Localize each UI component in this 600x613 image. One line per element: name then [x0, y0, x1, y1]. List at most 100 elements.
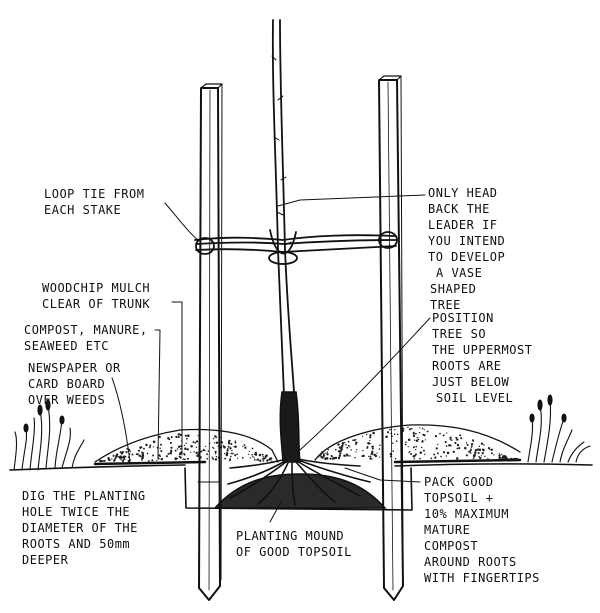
left-stake	[199, 84, 222, 600]
mulch-chip	[212, 457, 214, 459]
mulch-chip	[237, 458, 238, 459]
mulch-chip	[215, 458, 217, 460]
mulch-chip	[252, 456, 254, 458]
label-pack-line-1: PACK GOOD	[424, 475, 494, 489]
mulch-chip	[443, 434, 445, 436]
mulch-chip	[206, 453, 208, 455]
mulch-chip	[387, 431, 389, 433]
label-position-line-5: JUST BELOW	[432, 375, 510, 389]
mulch-chip	[244, 444, 246, 446]
mulch-chip	[184, 445, 185, 446]
mulch-chip	[460, 437, 462, 439]
mulch-chip	[180, 448, 182, 450]
mulch-chip	[175, 450, 177, 452]
mulch-chip	[366, 447, 368, 449]
mulch-chip	[319, 455, 321, 457]
mulch-chip	[140, 446, 142, 448]
mulch-chip	[326, 453, 328, 455]
label-leader-line-5: TO DEVELOP	[428, 250, 505, 264]
mulch-chip	[269, 458, 272, 461]
mulch-chip	[149, 445, 151, 447]
mulch-chip	[413, 446, 415, 448]
mulch-chip	[145, 444, 147, 446]
mulch-chip	[206, 458, 208, 460]
mulch-chip	[152, 455, 154, 457]
mulch-chip	[395, 458, 396, 459]
mulch-chip	[178, 433, 180, 435]
mulch-chip	[435, 435, 437, 437]
mulch-chip	[122, 451, 124, 453]
mulch-chip	[345, 455, 346, 456]
mulch-chip	[446, 455, 447, 456]
mulch-chip	[354, 439, 356, 441]
mulch-chip	[394, 429, 395, 430]
label-dig: DIG THE PLANTING HOLE TWICE THE DIAMETER…	[22, 489, 146, 567]
mulch-chip	[149, 446, 151, 448]
label-pack-line-2: TOPSOIL +	[424, 491, 494, 505]
mulch-chip	[136, 453, 138, 455]
mulch-chip	[466, 442, 468, 444]
mulch-chip	[230, 456, 232, 458]
label-pack-line-3: 10% MAXIMUM	[424, 507, 509, 521]
mulch-chip	[264, 457, 265, 458]
mulch-chip	[370, 456, 372, 458]
label-pack-line-6: AROUND ROOTS	[424, 555, 517, 569]
mulch-chip	[335, 457, 337, 459]
mulch-chip	[415, 446, 417, 448]
mulch-chip	[352, 439, 354, 441]
mulch-chip	[464, 447, 467, 450]
mulch-chip	[138, 450, 140, 452]
mulch-chip	[259, 460, 261, 462]
mulch-chip	[422, 428, 424, 430]
mulch-chip	[121, 459, 122, 460]
mulch-chip	[329, 458, 331, 460]
mulch-chip	[342, 442, 344, 444]
mulch-chip	[174, 458, 177, 461]
mulch-chip	[244, 447, 246, 449]
mulch-chip	[242, 446, 243, 447]
mulch-chip	[132, 454, 134, 456]
mulch-chip	[445, 441, 447, 443]
mulch-chip	[493, 454, 494, 455]
mulch-chip	[204, 450, 205, 451]
mulch-chip	[447, 452, 450, 455]
mulch-chip	[443, 451, 445, 453]
mulch-chip	[328, 449, 329, 450]
mulch-chip	[196, 447, 197, 448]
tree-leader	[272, 20, 294, 395]
mulch-chip	[455, 437, 457, 439]
loop-ties	[195, 230, 397, 264]
mulch-chip	[170, 447, 172, 449]
mulch-chip	[414, 440, 415, 441]
label-leader-line-7: SHAPED	[430, 282, 476, 296]
mulch-chip	[408, 446, 409, 447]
mulch-chip	[229, 447, 231, 449]
mulch-chip	[501, 454, 502, 455]
mulch-chip	[187, 434, 190, 437]
mulch-chip	[454, 442, 456, 444]
label-loop-tie-line-1: LOOP TIE FROM	[44, 187, 144, 201]
mulch-chip	[321, 451, 323, 453]
mulch-chip	[483, 444, 485, 446]
mulch-chip	[142, 454, 145, 457]
mulch-chip	[344, 442, 346, 444]
mulch-chip	[126, 451, 128, 453]
mulch-chip	[414, 458, 415, 459]
mulch-chip	[453, 451, 455, 453]
label-compost-line-2: SEAWEED ETC	[24, 339, 109, 353]
mulch-chip	[421, 447, 423, 449]
mulch-chip	[159, 455, 161, 457]
mulch-chip	[412, 455, 414, 457]
mulch-chip	[263, 460, 265, 462]
mulch-chip	[190, 445, 193, 448]
mulch-chip	[379, 445, 381, 447]
mulch-chip	[369, 443, 371, 445]
mulch-chip	[385, 436, 388, 439]
mulch-chip	[415, 449, 416, 450]
label-dig-line-1: DIG THE PLANTING	[22, 489, 146, 503]
mulch-chip	[348, 445, 350, 447]
mulch-chip	[122, 460, 124, 462]
mulch-chip	[111, 458, 112, 459]
label-mulch: WOODCHIP MULCH CLEAR OF TRUNK	[42, 281, 150, 311]
mulch-chip	[491, 449, 493, 451]
